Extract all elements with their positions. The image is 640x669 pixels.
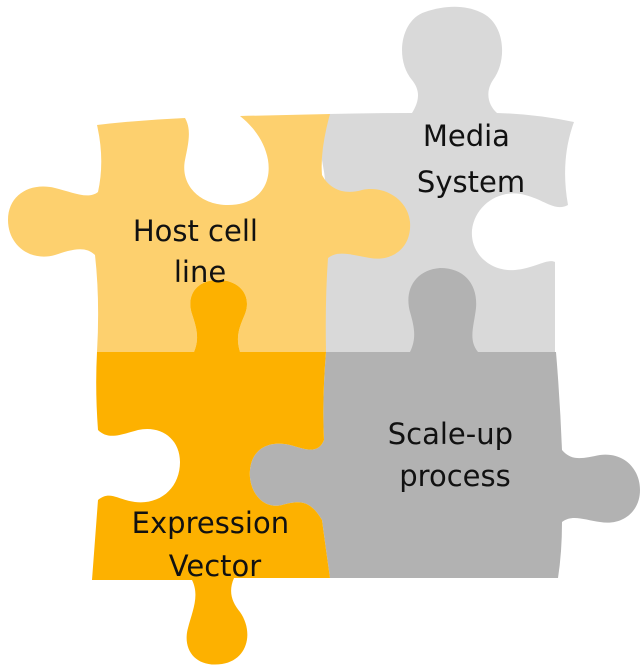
- host-cell-line-piece: [8, 114, 411, 352]
- expression-vector-label-line-2: Vector: [169, 549, 261, 583]
- host-cell-line-label: Host cell line: [133, 214, 267, 289]
- media-system-label-line-2: System: [417, 165, 525, 199]
- scale-up-process-label-line-1: Scale-up: [388, 417, 513, 451]
- media-system-label-line-1: Media: [423, 119, 510, 153]
- scale-up-process-label-line-2: process: [399, 459, 510, 493]
- scale-up-process-label: Scale-up process: [388, 417, 523, 493]
- host-cell-line-label-line-2: line: [174, 255, 226, 289]
- media-system-label: Media System: [417, 119, 525, 199]
- host-cell-line-label-line-1: Host cell: [133, 214, 258, 248]
- media-system-piece: [320, 6, 574, 352]
- expression-vector-label: Expression Vector: [132, 506, 299, 583]
- expression-vector-piece: [92, 280, 330, 665]
- expression-vector-label-line-1: Expression: [132, 506, 289, 540]
- scale-up-process-piece: [249, 268, 640, 578]
